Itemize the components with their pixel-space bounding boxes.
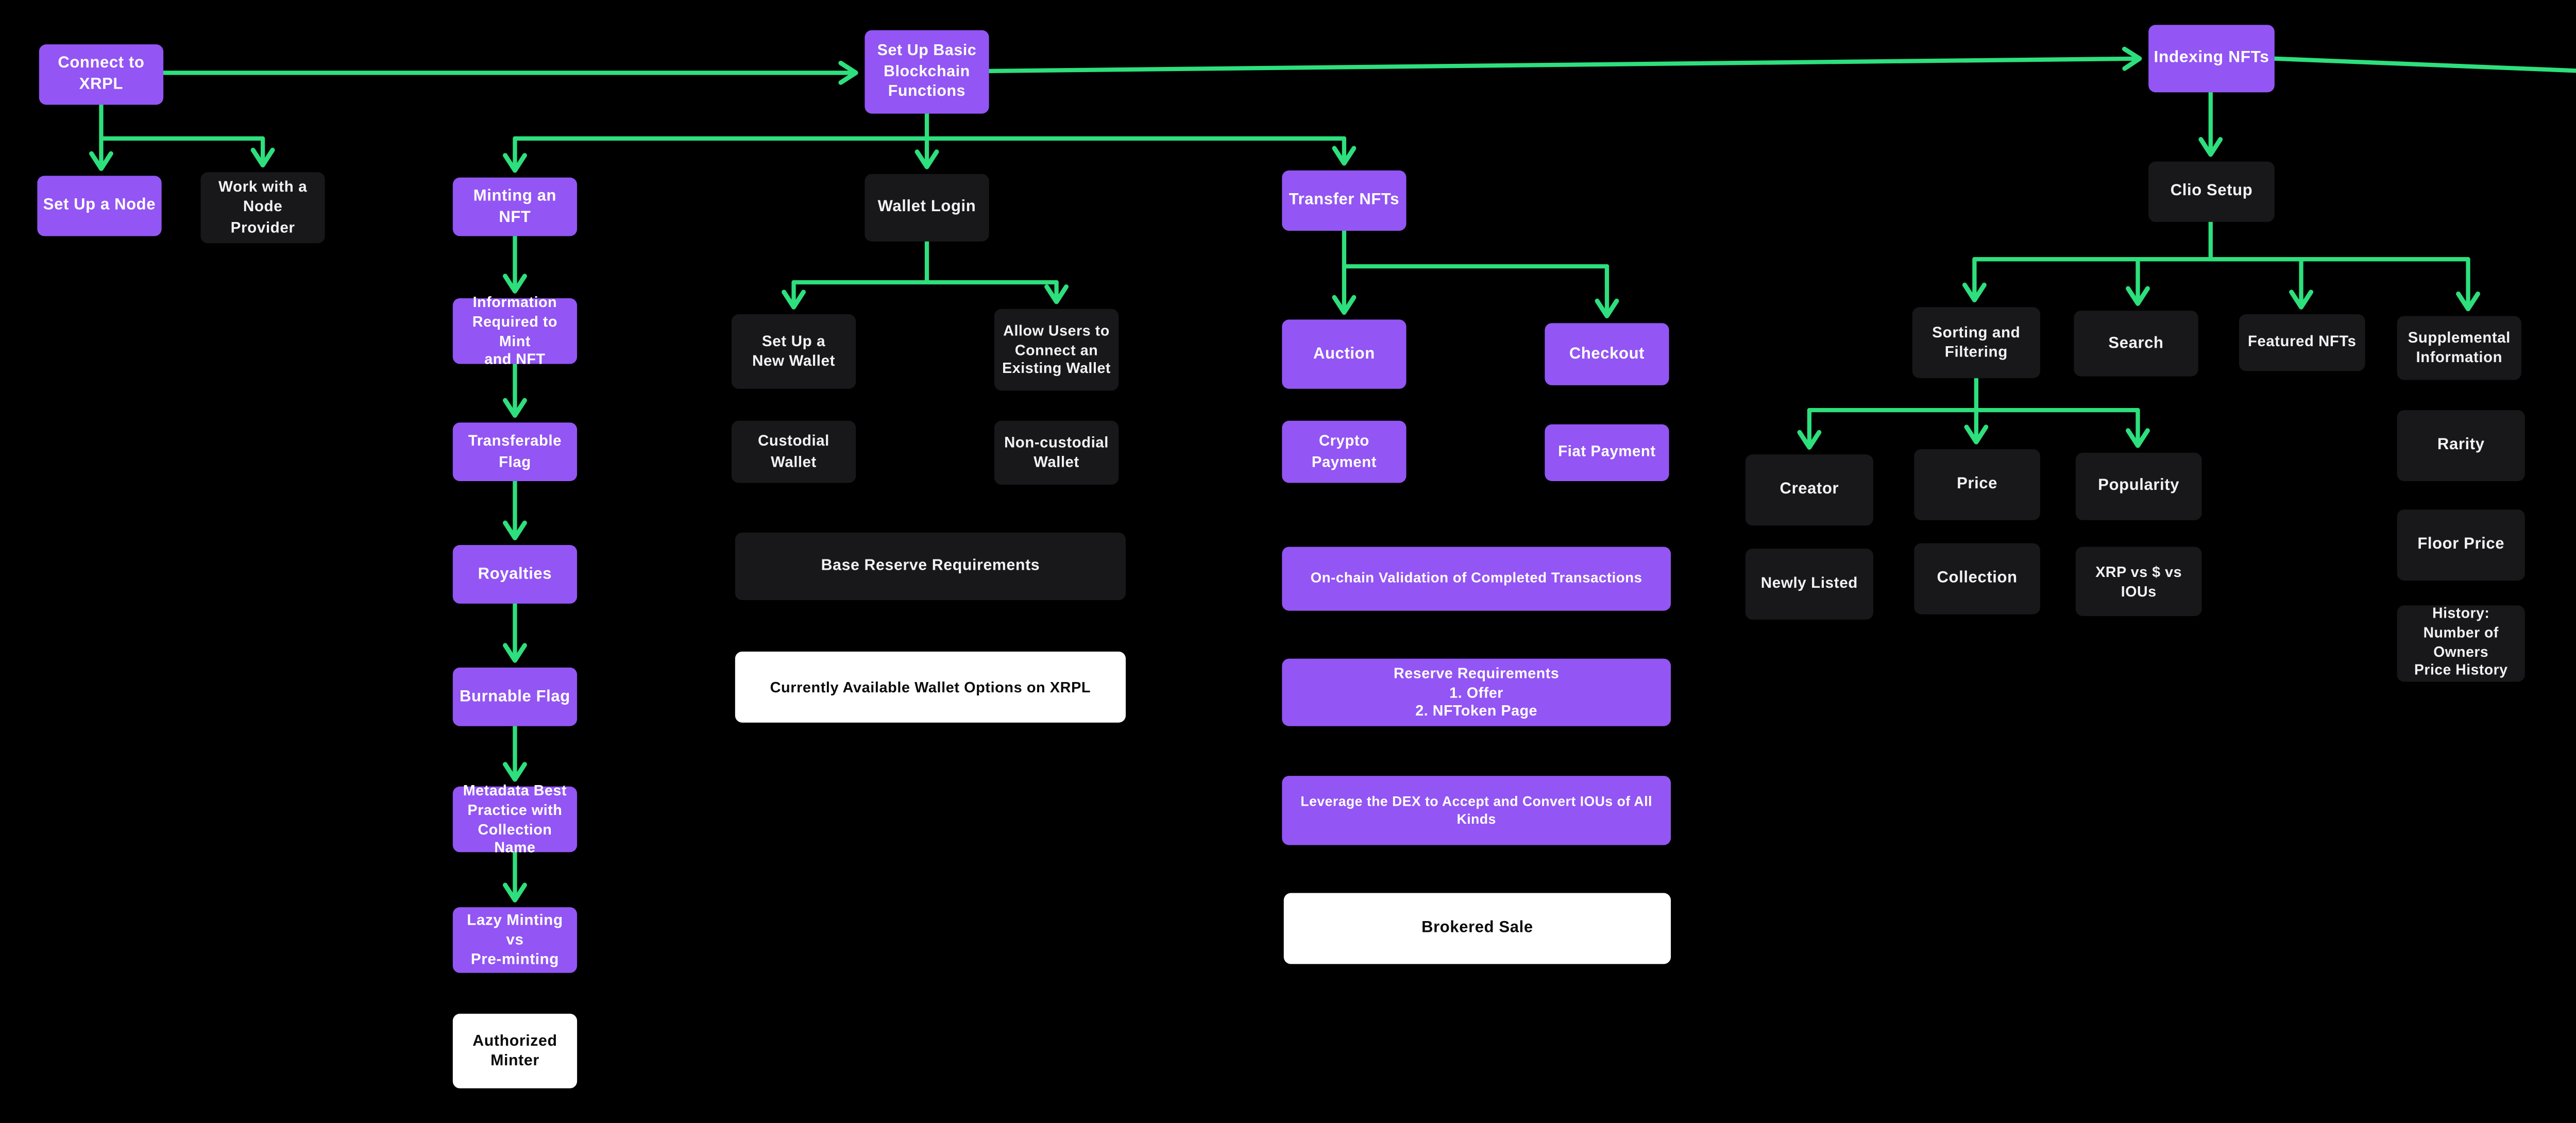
node-checkout[interactable]: Checkout xyxy=(1545,323,1669,385)
node-supplemental-information[interactable]: Supplemental Information xyxy=(2397,316,2521,380)
node-brokered-sale[interactable]: Brokered Sale xyxy=(1283,893,1671,964)
node-lazy-minting-vs-pre-minting[interactable]: Lazy Minting vs Pre-minting xyxy=(452,907,578,973)
node-leverage-the-dex[interactable]: Leverage the DEX to Accept and Convert I… xyxy=(1282,776,1671,845)
node-base-reserve-requirements[interactable]: Base Reserve Requirements xyxy=(735,532,1126,600)
node-auction[interactable]: Auction xyxy=(1282,319,1406,389)
node-search[interactable]: Search xyxy=(2074,311,2198,377)
node-indexing-nfts[interactable]: Indexing NFTs xyxy=(2148,25,2275,93)
node-fiat-payment[interactable]: Fiat Payment xyxy=(1545,424,1669,481)
node-burnable-flag[interactable]: Burnable Flag xyxy=(452,667,578,726)
edges-group xyxy=(89,46,2576,903)
node-set-up-basic-blockchain-functions[interactable]: Set Up Basic Blockchain Functions xyxy=(865,30,989,114)
node-reserve-requirements-offer-nftoken-page[interactable]: Reserve Requirements 1. Offer 2. NFToken… xyxy=(1282,658,1671,726)
connector-2 xyxy=(2272,56,2576,73)
node-information-required-to-mint-and-nft[interactable]: Information Required to Mint and NFT xyxy=(452,293,578,368)
node-popularity[interactable]: Popularity xyxy=(2075,452,2202,520)
node-on-chain-validation-of-completed-transactions[interactable]: On-chain Validation of Completed Transac… xyxy=(1282,547,1671,611)
node-history-number-of-owners-price-history[interactable]: History: Number of Owners Price History xyxy=(2397,605,2525,682)
node-metadata-best-practice-with-collection-name[interactable]: Metadata Best Practice with Collection N… xyxy=(452,781,578,856)
node-connect-to-xrpl[interactable]: Connect to XRPL xyxy=(39,44,164,105)
connector-4 xyxy=(99,136,275,167)
node-xrp-vs-usd-vs-ious[interactable]: XRP vs $ vs IOUs xyxy=(2075,547,2202,616)
node-set-up-a-node[interactable]: Set Up a Node xyxy=(37,176,162,236)
node-sorting-and-filtering[interactable]: Sorting and Filtering xyxy=(1912,307,2040,379)
node-price[interactable]: Price xyxy=(1914,449,2040,520)
node-floor-price[interactable]: Floor Price xyxy=(2397,509,2525,581)
node-transfer-nfts[interactable]: Transfer NFTs xyxy=(1282,170,1406,231)
node-allow-users-to-connect-an-existing-wallet[interactable]: Allow Users to Connect an Existing Walle… xyxy=(994,309,1119,391)
node-clio-setup[interactable]: Clio Setup xyxy=(2148,161,2275,222)
node-set-up-a-new-wallet[interactable]: Set Up a New Wallet xyxy=(731,314,856,389)
node-non-custodial-wallet[interactable]: Non-custodial Wallet xyxy=(994,420,1119,485)
node-newly-listed[interactable]: Newly Listed xyxy=(1745,548,1873,620)
node-custodial-wallet[interactable]: Custodial Wallet xyxy=(731,420,856,483)
node-wallet-login[interactable]: Wallet Login xyxy=(865,174,989,242)
node-creator[interactable]: Creator xyxy=(1745,454,1873,526)
node-transferable-flag[interactable]: Transferable Flag xyxy=(452,422,578,481)
node-currently-available-wallet-options-on-xrpl[interactable]: Currently Available Wallet Options on XR… xyxy=(735,651,1126,723)
node-authorized-minter[interactable]: Authorized Minter xyxy=(452,1013,578,1088)
node-featured-nfts[interactable]: Featured NFTs xyxy=(2239,314,2365,371)
connector-1 xyxy=(987,46,2142,73)
node-crypto-payment[interactable]: Crypto Payment xyxy=(1282,420,1406,483)
node-work-with-a-node-provider[interactable]: Work with a Node Provider xyxy=(200,172,325,244)
node-rarity[interactable]: Rarity xyxy=(2397,410,2525,481)
node-minting-an-nft[interactable]: Minting an NFT xyxy=(452,177,578,236)
node-royalties[interactable]: Royalties xyxy=(452,545,578,604)
node-collection[interactable]: Collection xyxy=(1914,543,2040,615)
